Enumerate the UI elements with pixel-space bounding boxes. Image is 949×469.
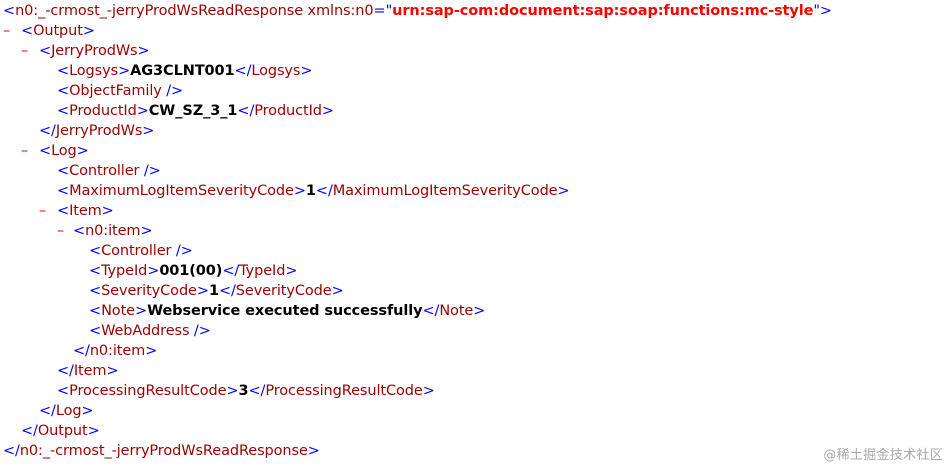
xml-line-logsys: <Logsys>AG3CLNT001</Logsys> [57, 63, 313, 79]
max-severity-value: 1 [305, 183, 316, 199]
xml-line-log-close: </Log> [39, 403, 94, 419]
log-tag-name: Log [51, 143, 77, 159]
logsys-value: AG3CLNT001 [130, 63, 235, 79]
processing-result-tag-name: ProcessingResultCode [69, 383, 227, 399]
xml-line-objectfamily: <ObjectFamily /> [57, 83, 184, 99]
typeid-value: 001(00) [159, 263, 223, 279]
collapse-toggle-log[interactable]: – [21, 143, 29, 159]
log-close-tag-name: Log [55, 403, 82, 419]
root-attr-name: xmlns:n0 [307, 3, 374, 19]
typeid-tag-name: TypeId [101, 263, 148, 279]
xml-line-item-controller: <Controller /> [89, 243, 193, 259]
watermark-text: @稀土掘金技术社区 [823, 448, 943, 463]
xml-line-log-controller: <Controller /> [57, 163, 161, 179]
output-close-tag-name: Output [37, 423, 88, 439]
jerryprodws-close-tag-name: JerryProdWs [55, 123, 143, 139]
logsys-close-tag-name: Logsys [251, 63, 301, 79]
severitycode-value: 1 [208, 283, 219, 299]
xml-line-webaddress: <WebAddress /> [89, 323, 211, 339]
root-tag-name: n0:_-crmost_-jerryProdWsReadResponse [15, 3, 304, 19]
processing-result-value: 3 [238, 383, 249, 399]
max-severity-close-tag-name: MaximumLogItemSeverityCode [332, 183, 558, 199]
typeid-close-tag-name: TypeId [239, 263, 286, 279]
productid-value: CW_SZ_3_1 [148, 103, 238, 119]
log-controller-tag-name: Controller [69, 163, 140, 179]
item-controller-tag-name: Controller [101, 243, 172, 259]
xml-line-output-open: – <Output> [3, 23, 95, 39]
logsys-tag-name: Logsys [69, 63, 119, 79]
note-close-tag-name: Note [439, 303, 474, 319]
xml-line-log-open: – <Log> [21, 143, 89, 159]
collapse-toggle-output[interactable]: – [3, 23, 11, 39]
note-tag-name: Note [101, 303, 135, 319]
collapse-toggle-item[interactable]: – [39, 203, 47, 219]
xml-line-n0item-close: </n0:item> [73, 343, 158, 359]
xml-line-severitycode: <SeverityCode>1</SeverityCode> [89, 283, 344, 299]
jerryprodws-tag-name: JerryProdWs [51, 43, 138, 59]
xml-line-max-severity: <MaximumLogItemSeverityCode>1</MaximumLo… [57, 183, 570, 199]
xml-line-typeid: <TypeId>001(00)</TypeId> [89, 263, 298, 279]
collapse-toggle-jerryprodws[interactable]: – [21, 43, 29, 59]
xml-line-note: <Note>Webservice executed successfully</… [89, 303, 486, 319]
xml-line-item-open: – <Item> [39, 203, 114, 219]
item-close-tag-name: Item [73, 363, 107, 379]
productid-tag-name: ProductId [69, 103, 137, 119]
xml-line-productid: <ProductId>CW_SZ_3_1</ProductId> [57, 103, 334, 119]
webaddress-tag-name: WebAddress [101, 323, 190, 339]
severitycode-tag-name: SeverityCode [101, 283, 197, 299]
xml-line-output-close: </Output> [21, 423, 100, 439]
xml-line-processing-result: <ProcessingResultCode>3</ProcessingResul… [57, 383, 435, 399]
xml-tree-view: <n0:_-crmost_-jerryProdWsReadResponse xm… [3, 0, 943, 465]
xml-line-root-open: <n0:_-crmost_-jerryProdWsReadResponse xm… [3, 3, 832, 19]
n0item-close-tag-name: n0:item [89, 343, 146, 359]
processing-result-close-tag-name: ProcessingResultCode [265, 383, 423, 399]
root-attr-value: urn:sap-com:document:sap:soap:functions:… [392, 3, 814, 19]
note-value: Webservice executed successfully [147, 303, 423, 319]
xml-line-root-close: </n0:_-crmost_-jerryProdWsReadResponse> [3, 443, 320, 459]
xml-line-item-close: </Item> [57, 363, 119, 379]
productid-close-tag-name: ProductId [254, 103, 322, 119]
xml-line-jerryprodws-open: – <JerryProdWs> [21, 43, 150, 59]
output-tag-name: Output [33, 23, 83, 39]
objectfamily-tag-name: ObjectFamily [69, 83, 162, 99]
item-tag-name: Item [69, 203, 102, 219]
collapse-toggle-n0item[interactable]: – [57, 223, 65, 239]
n0item-tag-name: n0:item [85, 223, 141, 239]
severitycode-close-tag-name: SeverityCode [235, 283, 332, 299]
xml-line-jerryprodws-close: </JerryProdWs> [39, 123, 155, 139]
max-severity-tag-name: MaximumLogItemSeverityCode [69, 183, 294, 199]
root-close-tag-name: n0:_-crmost_-jerryProdWsReadResponse [19, 443, 308, 459]
xml-line-n0item-open: – <n0:item> [57, 223, 153, 239]
